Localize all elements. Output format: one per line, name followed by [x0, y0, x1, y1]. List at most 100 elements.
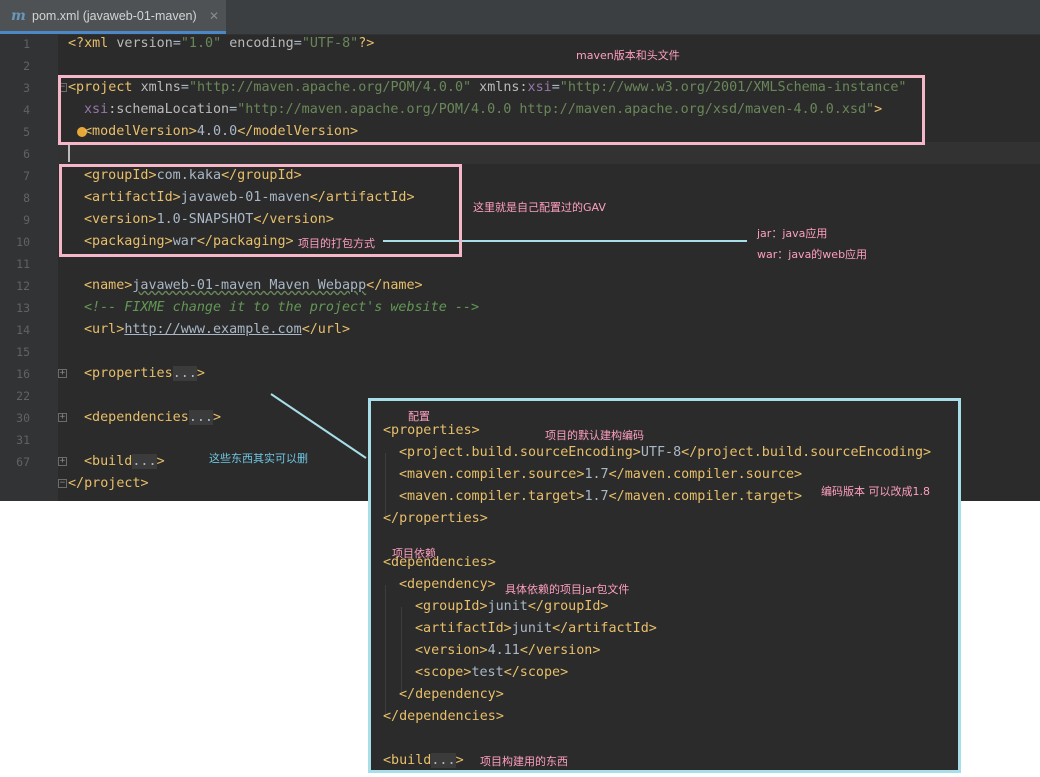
- annotation-gav: 这里就是自己配置过的GAV: [473, 201, 606, 214]
- indent-guide: [385, 585, 386, 717]
- tag: <groupId>: [84, 168, 157, 183]
- tag: </artifactId>: [552, 621, 657, 636]
- code-line-13[interactable]: <!-- FIXME change it to the project's we…: [84, 297, 479, 319]
- equals: =: [172, 36, 181, 51]
- fold-toggle-icon[interactable]: −: [58, 478, 67, 488]
- expand-fold-icon[interactable]: +: [58, 412, 67, 422]
- code-line-14[interactable]: <url>http://www.example.com</url>: [84, 319, 350, 341]
- tab-pom-xml[interactable]: m pom.xml (javaweb-01-maven) ✕: [0, 0, 226, 34]
- code-line-4[interactable]: xsi:schemaLocation="http://maven.apache.…: [84, 99, 882, 121]
- tag-text: 4.11: [487, 643, 520, 658]
- xml-decl-open: <?xml: [68, 36, 117, 51]
- tag: <project.build.sourceEncoding>: [399, 445, 641, 460]
- popup-line-source-encoding[interactable]: <project.build.sourceEncoding>UTF-8</pro…: [399, 442, 931, 464]
- popup-line-dependency-close[interactable]: </dependency>: [399, 684, 504, 706]
- code-line-10[interactable]: <packaging>war</packaging>: [84, 231, 294, 253]
- annotation-build: 项目构建用的东西: [480, 755, 568, 768]
- folded-region[interactable]: ...: [188, 410, 213, 425]
- tag: </dependency>: [399, 687, 504, 702]
- expand-fold-icon[interactable]: +: [58, 368, 67, 378]
- popup-line-properties-close[interactable]: </properties>: [383, 508, 488, 530]
- popup-line-dependencies-close[interactable]: </dependencies>: [383, 706, 504, 728]
- code-line-9[interactable]: <version>1.0-SNAPSHOT</version>: [84, 209, 334, 231]
- equals: =: [293, 36, 302, 51]
- current-line-highlight: [58, 142, 1040, 164]
- tag-text: junit: [487, 599, 528, 614]
- tab-bar: m pom.xml (javaweb-01-maven) ✕: [0, 0, 1040, 35]
- code-line-1[interactable]: <?xml version="1.0" encoding="UTF-8"?>: [68, 33, 374, 55]
- url-link[interactable]: http://www.example.com: [124, 322, 302, 337]
- expand-fold-icon[interactable]: +: [58, 456, 67, 466]
- annotation-config: 配置: [408, 410, 430, 423]
- annotation-dependencies: 项目依赖: [392, 547, 436, 560]
- popup-line-compiler-source[interactable]: <maven.compiler.source>1.7</maven.compil…: [399, 464, 802, 486]
- code-line-22[interactable]: <dependencies...>: [84, 407, 221, 429]
- folded-region[interactable]: ...: [132, 454, 157, 469]
- tag: <dependencies: [84, 410, 189, 425]
- annotation-header: maven版本和头文件: [576, 49, 680, 62]
- annotation-packaging: 项目的打包方式: [298, 237, 375, 250]
- tag: </dependencies>: [383, 709, 504, 724]
- line-number: 7: [23, 169, 30, 183]
- line-number: 11: [16, 257, 30, 271]
- code-line-31[interactable]: <build...>: [84, 451, 165, 473]
- popup-line-build[interactable]: <build...>: [383, 750, 464, 772]
- lightbulb-icon[interactable]: [77, 127, 87, 137]
- tag: >: [156, 454, 165, 469]
- tag: </artifactId>: [309, 190, 415, 205]
- line-number: 2: [23, 59, 30, 73]
- popup-line-dep-version[interactable]: <version>4.11</version>: [415, 640, 600, 662]
- tag: <dependencies>: [383, 555, 496, 570]
- tag: </groupId>: [221, 168, 302, 183]
- line-number: 4: [23, 103, 30, 117]
- code-line-7[interactable]: <groupId>com.kaka</groupId>: [84, 165, 302, 187]
- line-number: 16: [16, 367, 30, 381]
- tag: </name>: [366, 278, 423, 293]
- popup-line-dependency-open[interactable]: <dependency>: [399, 574, 496, 596]
- tag: <packaging>: [84, 234, 173, 249]
- folded-region[interactable]: ...: [431, 753, 456, 768]
- line-number: 15: [16, 345, 30, 359]
- tag: </url>: [301, 322, 351, 337]
- annotation-compile-version: 编码版本 可以改成1.8: [821, 485, 930, 498]
- namespace: xsi: [527, 80, 552, 95]
- line-number: 67: [16, 455, 30, 469]
- colon: :: [519, 80, 528, 95]
- tag: </groupId>: [527, 599, 609, 614]
- tag: </version>: [519, 643, 601, 658]
- line-number: 12: [16, 279, 30, 293]
- line-number: 30: [16, 411, 30, 425]
- tag-close: >: [874, 102, 883, 117]
- folded-region[interactable]: ...: [172, 366, 197, 381]
- line-number: 1: [23, 37, 30, 51]
- popup-line-dependencies-open[interactable]: <dependencies>: [383, 552, 496, 574]
- tag: <maven.compiler.source>: [399, 467, 585, 482]
- tag: </maven.compiler.target>: [608, 489, 803, 504]
- tag-text: junit: [511, 621, 553, 636]
- popup-line-dep-groupid[interactable]: <groupId>junit</groupId>: [415, 596, 609, 618]
- code-line-8[interactable]: <artifactId>javaweb-01-maven</artifactId…: [84, 187, 415, 209]
- tag: </project>: [68, 476, 149, 491]
- tag-text: test: [471, 665, 504, 680]
- annotation-deletable: 这些东西其实可以删: [209, 452, 308, 465]
- tag: <properties>: [383, 423, 480, 438]
- code-line-12[interactable]: <name>javaweb-01-maven Maven Webapp</nam…: [84, 275, 423, 297]
- annotation-encoding: 项目的默认建构编码: [545, 429, 644, 442]
- tag-text: 4.0.0: [196, 124, 238, 139]
- line-number: 13: [16, 301, 30, 315]
- tag: <url>: [84, 322, 125, 337]
- attr-value: "UTF-8": [301, 36, 359, 51]
- code-line-67[interactable]: </project>: [68, 473, 149, 495]
- line-number: 14: [16, 323, 30, 337]
- popup-line-properties-open[interactable]: <properties>: [383, 420, 480, 442]
- code-line-3[interactable]: <project xmlns="http://maven.apache.org/…: [68, 77, 906, 99]
- code-line-5[interactable]: <modelVersion>4.0.0</modelVersion>: [84, 121, 358, 143]
- code-line-16[interactable]: <properties...>: [84, 363, 205, 385]
- maven-file-icon: m: [11, 8, 26, 24]
- popup-line-compiler-target[interactable]: <maven.compiler.target>1.7</maven.compil…: [399, 486, 802, 508]
- popup-line-dep-artifactid[interactable]: <artifactId>junit</artifactId>: [415, 618, 657, 640]
- line-number: 8: [23, 191, 30, 205]
- tag-text: UTF-8: [640, 445, 682, 460]
- close-icon[interactable]: ✕: [209, 9, 220, 23]
- popup-line-dep-scope[interactable]: <scope>test</scope>: [415, 662, 568, 684]
